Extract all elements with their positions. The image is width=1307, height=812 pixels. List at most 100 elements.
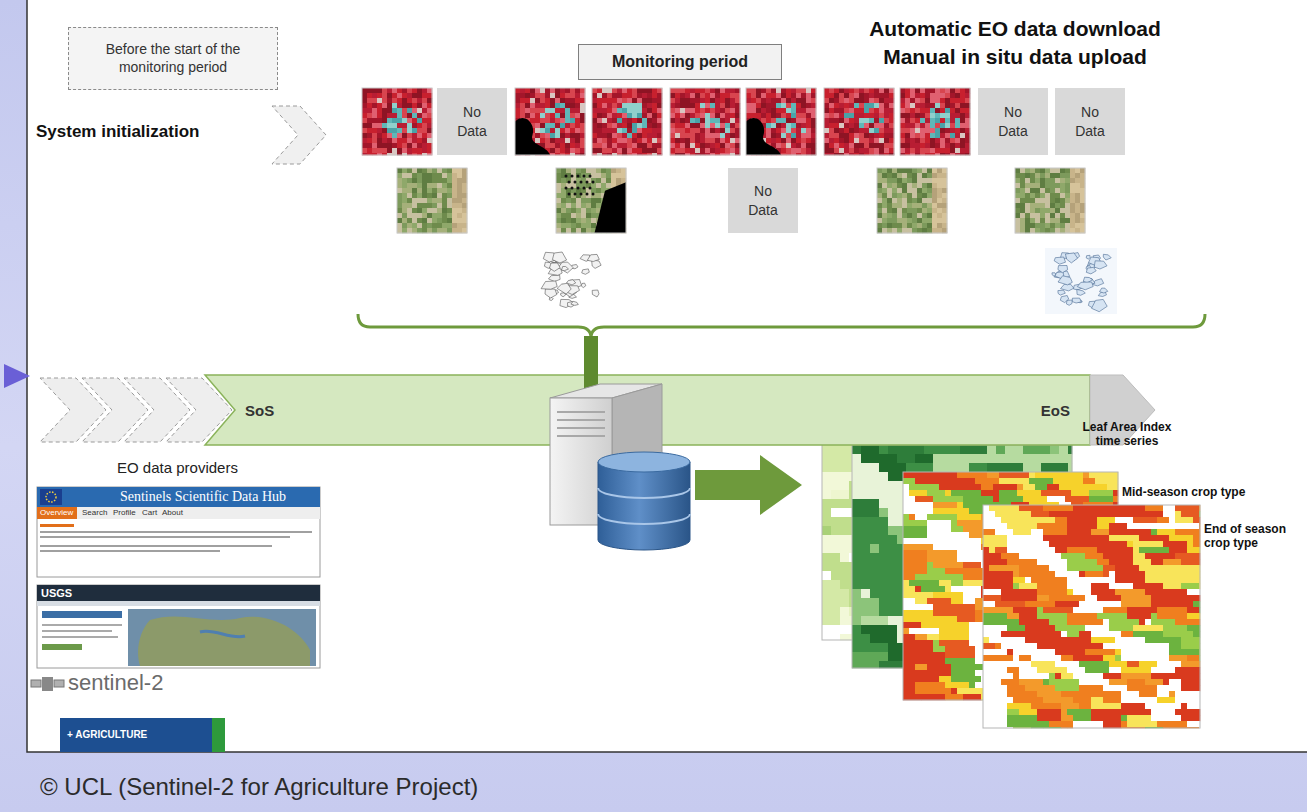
false-color-tile	[751, 88, 756, 93]
false-color-tile	[515, 88, 585, 155]
false-color-tile	[824, 98, 829, 103]
true-color-tile	[1045, 168, 1050, 173]
false-color-tile	[945, 88, 950, 93]
false-color-tile	[417, 113, 422, 118]
false-color-tile	[705, 123, 710, 128]
false-color-tile	[647, 123, 652, 128]
false-color-tile	[397, 143, 402, 148]
true-color-tile	[937, 188, 942, 193]
true-color-tile	[887, 193, 892, 198]
false-color-tile	[612, 103, 617, 108]
true-color-tile	[412, 173, 417, 178]
false-color-tile	[575, 148, 580, 153]
false-color-tile	[632, 113, 637, 118]
true-color-tile	[589, 187, 592, 190]
false-color-tile	[910, 138, 915, 143]
false-color-tile	[771, 98, 776, 103]
false-color-tile	[730, 148, 735, 153]
false-color-tile	[910, 103, 915, 108]
false-color-tile	[786, 108, 791, 113]
true-color-tile	[586, 223, 591, 228]
false-color-tile	[839, 123, 844, 128]
false-color-tile	[864, 123, 869, 128]
false-color-tile	[565, 133, 570, 138]
false-color-tile	[884, 118, 889, 123]
true-color-tile	[432, 223, 437, 228]
true-color-tile	[932, 208, 937, 213]
false-color-tile	[844, 118, 849, 123]
true-color-tile	[417, 218, 422, 223]
false-color-tile	[372, 88, 377, 93]
false-color-tile	[530, 108, 535, 113]
false-color-tile	[935, 133, 940, 138]
false-color-tile	[829, 123, 834, 128]
false-color-tile	[690, 113, 695, 118]
false-color-tile	[824, 133, 829, 138]
false-color-tile	[407, 88, 412, 93]
false-color-tile	[950, 123, 955, 128]
true-color-tile	[917, 173, 922, 178]
false-color-tile	[705, 118, 710, 123]
false-color-tile	[884, 123, 889, 128]
false-color-tile	[761, 98, 766, 103]
true-color-tile	[576, 173, 581, 178]
false-color-tile	[844, 123, 849, 128]
true-color-tile	[912, 193, 917, 198]
false-color-tile	[642, 123, 647, 128]
true-color-tile	[407, 193, 412, 198]
false-color-tile	[879, 148, 884, 153]
false-color-tile	[869, 103, 874, 108]
false-color-tile	[555, 118, 560, 123]
false-color-tile	[597, 128, 602, 133]
false-color-tile	[387, 128, 392, 133]
false-color-tile	[879, 128, 884, 133]
true-color-tile	[412, 223, 417, 228]
false-color-tile	[565, 98, 570, 103]
false-color-tile	[935, 98, 940, 103]
false-color-tile	[824, 148, 829, 153]
false-color-tile	[950, 93, 955, 98]
false-color-tile	[935, 118, 940, 123]
true-color-tile	[917, 188, 922, 193]
false-color-tile	[879, 143, 884, 148]
false-color-tile	[801, 103, 806, 108]
false-color-tile	[710, 88, 715, 93]
false-color-tile	[417, 98, 422, 103]
false-color-tile	[550, 123, 555, 128]
false-color-tile	[905, 93, 910, 98]
false-color-tile	[705, 143, 710, 148]
false-color-tile	[540, 108, 545, 113]
true-color-tile	[432, 208, 437, 213]
true-color-tile	[937, 213, 942, 218]
true-color-tile	[556, 213, 561, 218]
false-color-tile	[372, 118, 377, 123]
true-color-tile	[566, 198, 571, 203]
true-color-tile	[877, 173, 882, 178]
false-color-tile	[575, 133, 580, 138]
true-color-tile	[937, 168, 942, 173]
false-color-tile	[377, 148, 382, 153]
false-color-tile	[670, 88, 740, 155]
true-color-tile	[902, 188, 907, 193]
true-color-tile	[586, 198, 591, 203]
false-color-tile	[869, 93, 874, 98]
false-color-tile	[806, 88, 811, 93]
false-color-tile	[849, 128, 854, 133]
false-color-tile	[940, 128, 945, 133]
true-color-tile	[447, 198, 452, 203]
false-color-tile	[627, 123, 632, 128]
false-color-tile	[565, 88, 570, 93]
true-color-tile	[596, 193, 601, 198]
true-color-tile	[427, 203, 432, 208]
true-color-tile	[432, 188, 437, 193]
false-color-tile	[935, 113, 940, 118]
false-color-tile	[796, 108, 801, 113]
true-color-tile	[877, 218, 882, 223]
false-color-tile	[602, 88, 607, 93]
false-color-tile	[945, 103, 950, 108]
false-color-tile	[670, 108, 675, 113]
false-color-tile	[874, 113, 879, 118]
false-color-tile	[874, 98, 879, 103]
true-color-tile	[452, 223, 457, 228]
false-color-tile	[515, 103, 520, 108]
